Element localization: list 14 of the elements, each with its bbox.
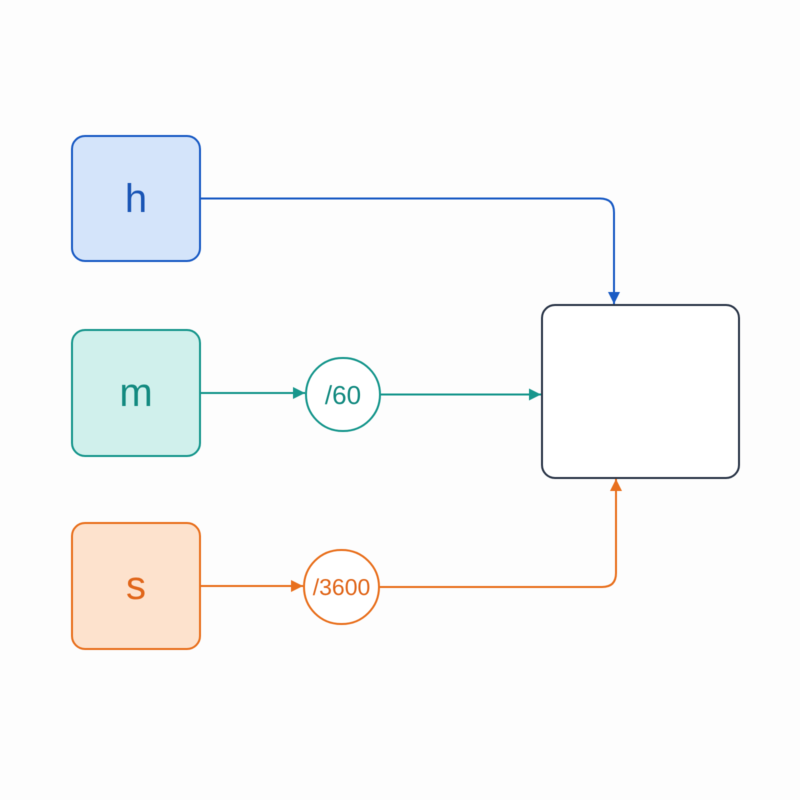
unit-label: h xyxy=(124,178,148,218)
unit-box xyxy=(71,135,201,262)
unit-label: s xyxy=(126,566,146,606)
unit-box xyxy=(71,522,201,650)
unit-box xyxy=(71,329,201,457)
arrow xyxy=(201,387,305,399)
arrow xyxy=(381,388,541,400)
operation-label: /60 xyxy=(324,382,362,408)
operation-label: /3600 xyxy=(312,576,370,598)
arrow xyxy=(380,479,622,588)
arrow xyxy=(201,580,303,592)
result-box xyxy=(541,304,740,479)
arrow xyxy=(201,198,620,304)
unit-label: m xyxy=(119,373,153,413)
